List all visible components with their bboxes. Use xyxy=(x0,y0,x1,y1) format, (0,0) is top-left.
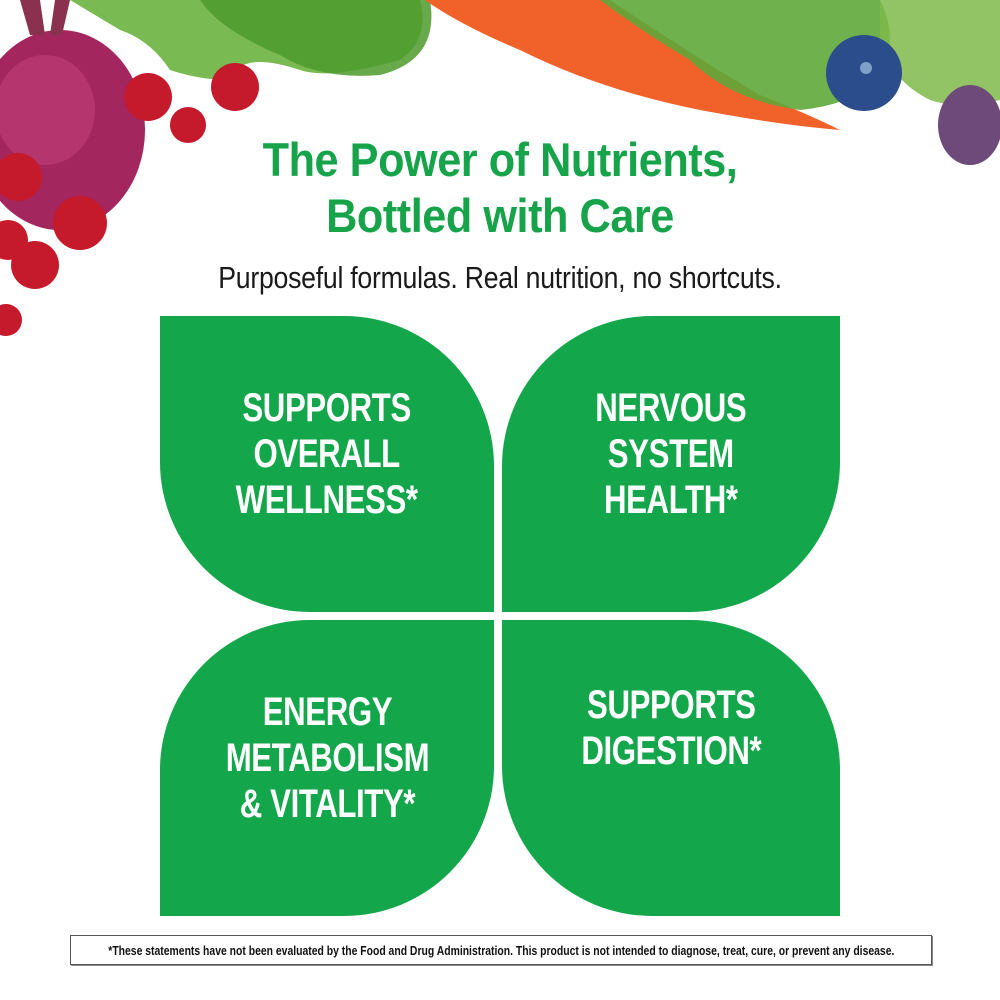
blackberry-illustration xyxy=(938,85,1000,165)
produce-illustration xyxy=(0,0,1000,336)
benefit-label: SUPPORTS OVERALL WELLNESS* xyxy=(236,386,418,522)
benefit-label: ENERGY METABOLISM & VITALITY* xyxy=(225,690,429,826)
broccoli-illustration xyxy=(600,0,890,110)
benefit-tile-digestion: SUPPORTS DIGESTION* xyxy=(502,620,840,916)
benefit-tile-energy-metabolism: ENERGY METABOLISM & VITALITY* xyxy=(160,620,494,916)
benefit-label: NERVOUS SYSTEM HEALTH* xyxy=(595,386,747,522)
title-line-2: Bottled with Care xyxy=(326,189,674,242)
benefit-tile-nervous-system: NERVOUS SYSTEM HEALTH* xyxy=(502,316,840,612)
benefit-label: SUPPORTS DIGESTION* xyxy=(581,683,761,773)
subtitle: Purposeful formulas. Real nutrition, no … xyxy=(218,260,782,295)
fda-disclaimer-text: *These statements have not been evaluate… xyxy=(107,942,895,958)
cranberries-illustration xyxy=(0,63,259,336)
benefit-tile-overall-wellness: SUPPORTS OVERALL WELLNESS* xyxy=(160,316,494,612)
fda-disclaimer-box: *These statements have not been evaluate… xyxy=(70,935,932,965)
page-title: The Power of Nutrients, Bottled with Car… xyxy=(40,132,960,244)
carrot-illustration xyxy=(425,0,840,130)
title-line-1: The Power of Nutrients, xyxy=(262,133,738,186)
